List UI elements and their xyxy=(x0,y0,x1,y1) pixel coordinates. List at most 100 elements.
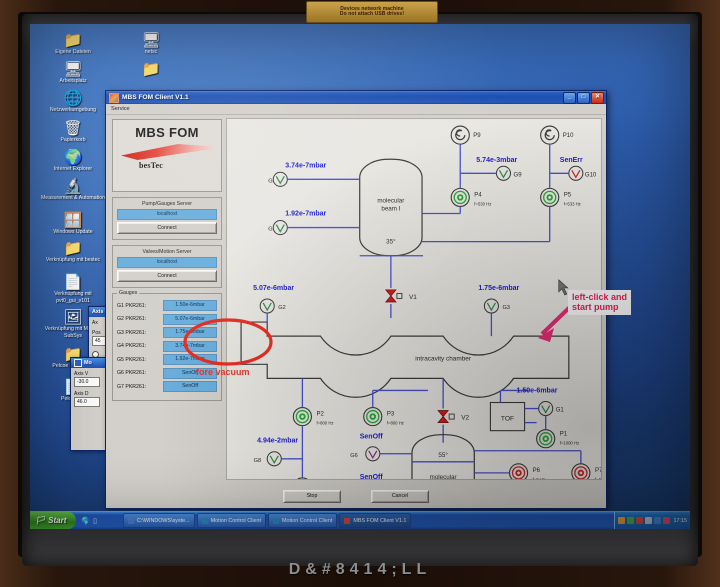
start-button[interactable]: 🏳 Start xyxy=(30,512,77,529)
taskbar-button-list: C:\WINDOWS\syste...Motion Control Client… xyxy=(122,513,412,528)
gauge-value[interactable]: 1.50e-6mbar xyxy=(163,300,217,311)
tray-icon-4[interactable] xyxy=(644,517,652,524)
valve-V1[interactable] xyxy=(384,289,403,303)
menu-bar[interactable]: Service xyxy=(106,104,606,115)
valve-server-connect-button[interactable]: Connect xyxy=(117,270,217,282)
minimize-button[interactable]: _ xyxy=(563,91,576,104)
gauge-value[interactable]: SenOff xyxy=(163,367,217,379)
desktop-icon-folder-unnamed[interactable]: 📁 xyxy=(118,61,184,78)
pump-P10[interactable] xyxy=(540,125,560,145)
gauge-value[interactable]: 1.75e-6mbar xyxy=(163,327,217,338)
tof-box[interactable] xyxy=(489,401,526,432)
tray-clock[interactable]: 17:15 xyxy=(673,517,688,524)
menu-item-service[interactable]: Service xyxy=(111,106,130,112)
desktop-icon-verknuepfung-pvt0-gui[interactable]: 📄Verknüpfung mit pvt0_gui_v101 xyxy=(40,274,106,304)
desktop-icon-eigene-dateien[interactable]: 📁Eigene Dateien xyxy=(40,32,106,56)
gauge-G10[interactable] xyxy=(568,165,584,181)
pump-P8[interactable] xyxy=(293,477,311,480)
pump-spiral-icon xyxy=(455,129,466,141)
taskbar[interactable]: 🏳 Start 🌎 ▯ C:\WINDOWS\syste...Motion Co… xyxy=(30,511,690,529)
chamber-molecular-beam-2[interactable] xyxy=(411,434,475,480)
mbs-fom-window[interactable]: MBS FOM Client V1.1 _ □ ✕ Service MBS FO… xyxy=(105,90,607,509)
screen: 📁Eigene Dateien 🖥netsc 🖥Arbeitsplatz 📁 🌐Netz… xyxy=(30,24,690,529)
gauge-G3[interactable] xyxy=(483,298,499,314)
maximize-button[interactable]: □ xyxy=(577,91,590,104)
pump-P2[interactable] xyxy=(292,406,313,427)
desktop-icon-measurement-automation[interactable]: 🔬Measurement & Automation xyxy=(40,178,106,202)
desktop-icon-internet-explorer[interactable]: 🌍Internet Explorer xyxy=(40,149,106,173)
desktop-icon-netzwerkumgebung[interactable]: 🌐Netzwerkumgebung xyxy=(40,90,106,114)
gauge-reading-G7: SenOff xyxy=(360,474,384,480)
pump-freq-P3: f=800 Hz xyxy=(387,421,404,426)
valve-server-host[interactable]: localhost xyxy=(117,257,217,268)
gauge-G5[interactable] xyxy=(272,220,288,236)
pump-P3[interactable] xyxy=(363,406,383,427)
gauge-G9[interactable] xyxy=(495,165,512,181)
pump-P6[interactable] xyxy=(508,463,529,480)
gauge-reading-G8: 4.94e-2mbar xyxy=(257,438,298,445)
desktop-icon-label: Arbeitsplatz xyxy=(59,78,87,84)
taskbar-motion-1[interactable]: Motion Control Client xyxy=(196,513,267,528)
arbeitsplatz-icon: 🖥 xyxy=(63,61,83,78)
taskbar-motion-2[interactable]: Motion Control Client xyxy=(268,513,338,528)
gauge-name: G4 PKR261: xyxy=(117,343,147,349)
desktop-icon-verknuepfung-bestec[interactable]: 📁Verknüpfung mit bestec xyxy=(40,240,106,264)
pump-P9[interactable] xyxy=(450,125,470,145)
gauge-value[interactable]: 5.07e-6mbar xyxy=(163,313,217,325)
pump-P4[interactable] xyxy=(450,187,470,208)
gauge-reading-G2: 5.07e-6mbar xyxy=(253,285,294,292)
gauge-value[interactable]: 3.74e-7mbar xyxy=(163,340,217,352)
tray-icon-1[interactable] xyxy=(617,517,625,524)
mbs-fom-titlebar[interactable]: MBS FOM Client V1.1 _ □ ✕ xyxy=(106,91,606,104)
tray-icon-5[interactable] xyxy=(653,517,661,524)
desktop-icon-verknuepfung-moldyn[interactable]: 🖼Verknüpfung mit MolDyn SubSys xyxy=(40,309,106,339)
chamber-intracavity[interactable] xyxy=(240,321,570,398)
pump-server-connect-button[interactable]: Connect xyxy=(117,222,217,234)
desktop-icon-papierkorb[interactable]: 🗑Papierkorb xyxy=(40,120,106,144)
valve-actuator-icon xyxy=(396,292,403,299)
pump-server-host[interactable]: localhost xyxy=(117,209,217,220)
stop-button[interactable]: Stop xyxy=(283,489,341,503)
valve-V2[interactable] xyxy=(437,410,455,424)
pump-body xyxy=(540,125,560,145)
windows-update-icon: 🪟 xyxy=(63,212,83,229)
motion-field-2[interactable]: 46.0 xyxy=(74,397,100,407)
pump-id-P7: P7 xyxy=(595,468,601,474)
gauge-G8[interactable] xyxy=(266,451,282,467)
pump-rotor-icon xyxy=(511,466,526,479)
pump-hub-icon xyxy=(458,196,462,199)
window-controls: _ □ ✕ xyxy=(563,91,604,104)
taskbar-mbs-fom[interactable]: MBS FOM Client V1.1 xyxy=(339,513,412,528)
taskbar-cmd[interactable]: C:\WINDOWS\syste... xyxy=(122,513,195,528)
desktop-icon-arbeitsplatz[interactable]: 🖥Arbeitsplatz xyxy=(40,61,106,85)
gauge-value[interactable]: 1.92e-7mbar xyxy=(163,354,217,365)
pump-P5[interactable] xyxy=(540,187,560,208)
mbs-fom-title-text: MBS FOM Client V1.1 xyxy=(122,94,189,101)
desktop-icon-windows-update[interactable]: 🪟Windows Update xyxy=(40,212,106,236)
gauge-G1[interactable] xyxy=(538,401,554,417)
gauge-row: G6 PKR261:SenOff xyxy=(117,367,217,379)
pump-id-P6: P6 xyxy=(533,468,541,474)
cancel-button[interactable]: Cancel xyxy=(371,489,429,503)
quick-launch-bar[interactable]: 🌎 ▯ xyxy=(76,517,102,525)
gauge-id-G9: G9 xyxy=(514,172,523,178)
gauge-value[interactable]: SenOff xyxy=(163,381,217,392)
chamber-label-mb2-line1: molecular xyxy=(430,474,457,480)
quick-launch-ie-icon[interactable]: 🌎 xyxy=(81,517,91,525)
gauge-G6[interactable] xyxy=(365,446,381,462)
gauge-G4[interactable] xyxy=(272,171,288,187)
pump-P7[interactable] xyxy=(571,463,591,480)
desktop-icon-netsc[interactable]: 🖥netsc xyxy=(118,32,184,56)
quick-launch-desktop-icon[interactable]: ▯ xyxy=(93,517,97,525)
motion-field-1[interactable]: -30.0 xyxy=(74,377,100,387)
gauge-G2[interactable] xyxy=(259,298,275,314)
motion-dialog-titlebar[interactable]: Mo xyxy=(71,358,129,368)
tray-icon-6[interactable] xyxy=(662,517,670,524)
close-button[interactable]: ✕ xyxy=(591,91,604,104)
system-tray[interactable]: 17:15 xyxy=(613,512,690,529)
tray-icon-3[interactable] xyxy=(635,517,643,524)
pump-P1[interactable] xyxy=(536,429,556,449)
tray-icon-2[interactable] xyxy=(626,517,634,524)
